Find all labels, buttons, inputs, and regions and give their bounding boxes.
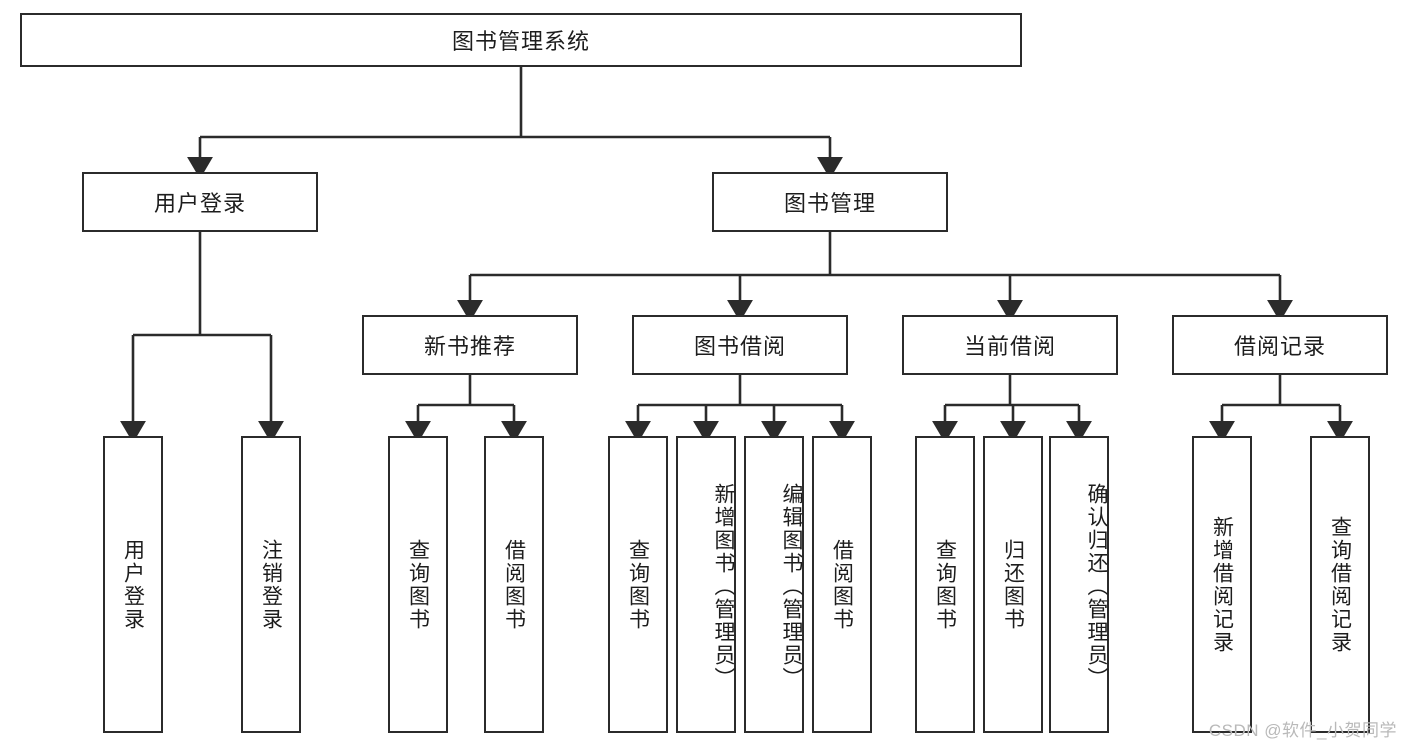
node-current-borrow-label: 当前借阅 xyxy=(963,334,1056,359)
leaf-query-books-current-label: 查询图书 xyxy=(933,538,957,631)
node-borrow-records[interactable]: 借阅记录 xyxy=(1172,315,1388,375)
leaf-return-books-label: 归还图书 xyxy=(1001,538,1025,631)
node-book-management-label: 图书管理 xyxy=(783,191,876,216)
leaf-borrow-books-recommend[interactable]: 借阅图书 xyxy=(484,436,544,733)
leaf-query-borrow-record[interactable]: 查询借阅记录 xyxy=(1310,436,1370,733)
leaf-add-borrow-record-label: 新增借阅记录 xyxy=(1210,515,1234,654)
leaf-edit-book-admin[interactable]: 编辑图书（管理员） xyxy=(744,436,804,733)
leaf-logout-login[interactable]: 注销登录 xyxy=(241,436,301,733)
leaf-logout-login-label: 注销登录 xyxy=(259,538,283,631)
node-new-book-recommend[interactable]: 新书推荐 xyxy=(362,315,578,375)
leaf-return-books[interactable]: 归还图书 xyxy=(983,436,1043,733)
node-current-borrow[interactable]: 当前借阅 xyxy=(902,315,1118,375)
leaf-query-books-borrow-label: 查询图书 xyxy=(626,538,650,631)
leaf-query-books-recommend[interactable]: 查询图书 xyxy=(388,436,448,733)
watermark-text: CSDN @软件_小贺同学 xyxy=(1208,721,1397,740)
leaf-borrow-books-borrow[interactable]: 借阅图书 xyxy=(812,436,872,733)
node-user-login-label: 用户登录 xyxy=(153,191,246,216)
leaf-query-borrow-record-label: 查询借阅记录 xyxy=(1328,515,1352,654)
leaf-add-borrow-record[interactable]: 新增借阅记录 xyxy=(1192,436,1252,733)
leaf-user-login-label: 用户登录 xyxy=(121,538,145,631)
leaf-borrow-books-borrow-label: 借阅图书 xyxy=(830,538,854,631)
node-book-borrow-label: 图书借阅 xyxy=(693,334,786,359)
leaf-confirm-return-admin[interactable]: 确认归还（管理员） xyxy=(1049,436,1109,733)
leaf-query-books-borrow[interactable]: 查询图书 xyxy=(608,436,668,733)
leaf-borrow-books-recommend-label: 借阅图书 xyxy=(502,538,526,631)
leaf-confirm-return-admin-label: 确认归还（管理员） xyxy=(1085,483,1108,690)
leaf-query-books-current[interactable]: 查询图书 xyxy=(915,436,975,733)
node-borrow-records-label: 借阅记录 xyxy=(1233,334,1326,359)
leaf-user-login[interactable]: 用户登录 xyxy=(103,436,163,733)
node-book-borrow[interactable]: 图书借阅 xyxy=(632,315,848,375)
leaf-edit-book-admin-label: 编辑图书（管理员） xyxy=(780,483,803,690)
leaf-query-books-recommend-label: 查询图书 xyxy=(406,538,430,631)
node-new-book-recommend-label: 新书推荐 xyxy=(423,334,516,359)
node-root-label: 图书管理系统 xyxy=(451,29,590,54)
node-root[interactable]: 图书管理系统 xyxy=(20,13,1022,67)
leaf-add-book-admin-label: 新增图书（管理员） xyxy=(712,483,735,690)
node-book-management[interactable]: 图书管理 xyxy=(712,172,948,232)
node-user-login[interactable]: 用户登录 xyxy=(82,172,318,232)
leaf-add-book-admin[interactable]: 新增图书（管理员） xyxy=(676,436,736,733)
